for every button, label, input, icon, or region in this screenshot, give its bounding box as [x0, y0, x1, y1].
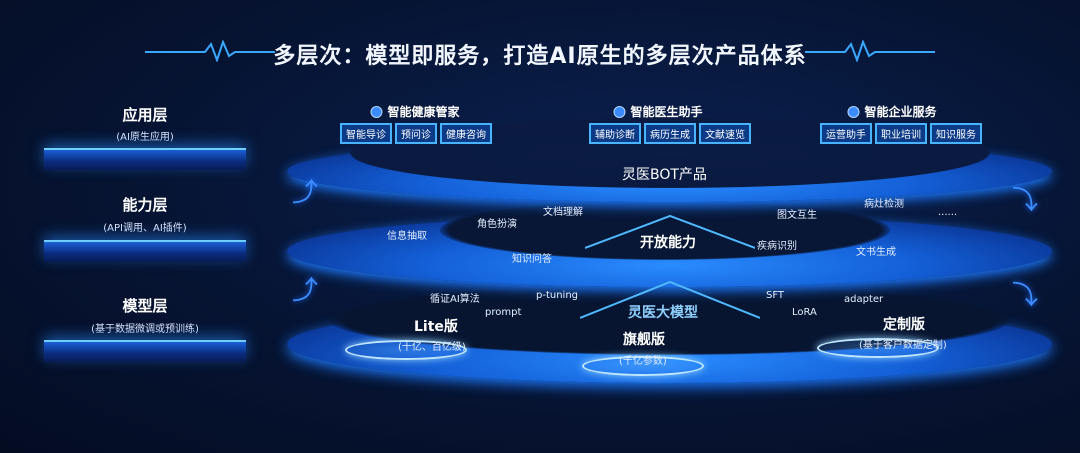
curved-arrow-up-icon: ⤴: [292, 276, 319, 306]
version-sub: (基于客户数据定制): [859, 340, 947, 351]
layer-name-capability: 能力层: [122, 196, 168, 214]
capability-pyramid-icon: [585, 214, 755, 249]
curved-arrow-up-icon: ⤴: [292, 178, 319, 208]
app-doctor-assistant[interactable]: 智能医生助手: [613, 103, 703, 120]
technique-item: p-tuning: [536, 290, 579, 301]
technique-item: 循证AI算法: [430, 294, 480, 305]
version-sub: (千亿参数): [619, 356, 667, 367]
pulse-line-right-icon: [805, 40, 935, 62]
model-center-label: 灵医大模型: [628, 305, 698, 321]
layer-name-model: 模型层: [122, 297, 168, 315]
tag[interactable]: 文献速览: [699, 123, 751, 144]
layer-sub-model: (基于数据微调或预训练): [91, 324, 199, 335]
capability-item: 知识问答: [512, 254, 552, 265]
capability-item: 图文互生: [777, 210, 817, 221]
layer-platform-application: [44, 148, 246, 170]
building-icon: [847, 105, 860, 118]
curved-arrow-up-icon: ⤵: [1012, 281, 1039, 311]
capability-item: ......: [938, 207, 958, 218]
capability-item: 角色扮演: [477, 219, 517, 230]
tag[interactable]: 健康咨询: [440, 123, 492, 144]
app-tags: 辅助诊断病历生成文献速览: [589, 123, 751, 144]
app-enterprise-service[interactable]: 智能企业服务: [847, 103, 937, 120]
version-name: 旗舰版: [623, 332, 665, 348]
capability-center-label: 开放能力: [640, 235, 696, 251]
layer-platform-capability: [44, 240, 246, 262]
app-title: 智能企业服务: [864, 105, 937, 119]
tag[interactable]: 智能导诊: [340, 123, 392, 144]
capability-item: 文书生成: [856, 247, 896, 258]
version-sub: (十亿、百亿级): [398, 342, 466, 353]
technique-item: SFT: [766, 290, 785, 301]
tag[interactable]: 职业培训: [875, 123, 927, 144]
technique-item: prompt: [485, 307, 522, 318]
app-title: 智能健康管家: [387, 105, 460, 119]
app-tags: 运营助手职业培训知识服务: [820, 123, 982, 144]
tag[interactable]: 辅助诊断: [589, 123, 641, 144]
capability-item: 疾病识别: [757, 241, 797, 252]
tag[interactable]: 病历生成: [644, 123, 696, 144]
capability-item: 文档理解: [543, 207, 583, 218]
flagship-version-ring: [582, 356, 704, 376]
layer-name-application: 应用层: [122, 106, 168, 124]
doctor-icon: [613, 105, 626, 118]
technique-item: LoRA: [792, 307, 817, 318]
page-title: 多层次：模型即服务，打造AI原生的多层次产品体系: [273, 44, 807, 69]
lite-version-ring: [345, 340, 467, 360]
capability-disk-inner: [440, 200, 890, 260]
bot-product-label: 灵医BOT产品: [622, 167, 707, 183]
app-tags: 智能导诊预问诊健康咨询: [340, 123, 492, 144]
pulse-line-left-icon: [145, 40, 275, 62]
layer-platform-model: [44, 340, 246, 362]
model-pyramid-icon: [580, 280, 760, 319]
app-health-manager[interactable]: 智能健康管家: [370, 103, 460, 120]
version-name: 定制版: [883, 317, 925, 333]
tag[interactable]: 知识服务: [930, 123, 982, 144]
custom-version-ring: [817, 338, 939, 358]
app-title: 智能医生助手: [630, 105, 703, 119]
user-icon: [370, 105, 383, 118]
technique-item: adapter: [844, 294, 884, 305]
capability-item: 信息抽取: [387, 231, 427, 242]
version-name: Lite版: [414, 319, 458, 335]
layer-sub-capability: (API调用、AI插件): [103, 223, 187, 234]
tag[interactable]: 预问诊: [395, 123, 437, 144]
capability-item: 病灶检测: [864, 199, 904, 210]
tag[interactable]: 运营助手: [820, 123, 872, 144]
layer-sub-application: (AI原生应用): [116, 132, 174, 143]
curved-arrow-up-icon: ⤵: [1012, 186, 1039, 216]
